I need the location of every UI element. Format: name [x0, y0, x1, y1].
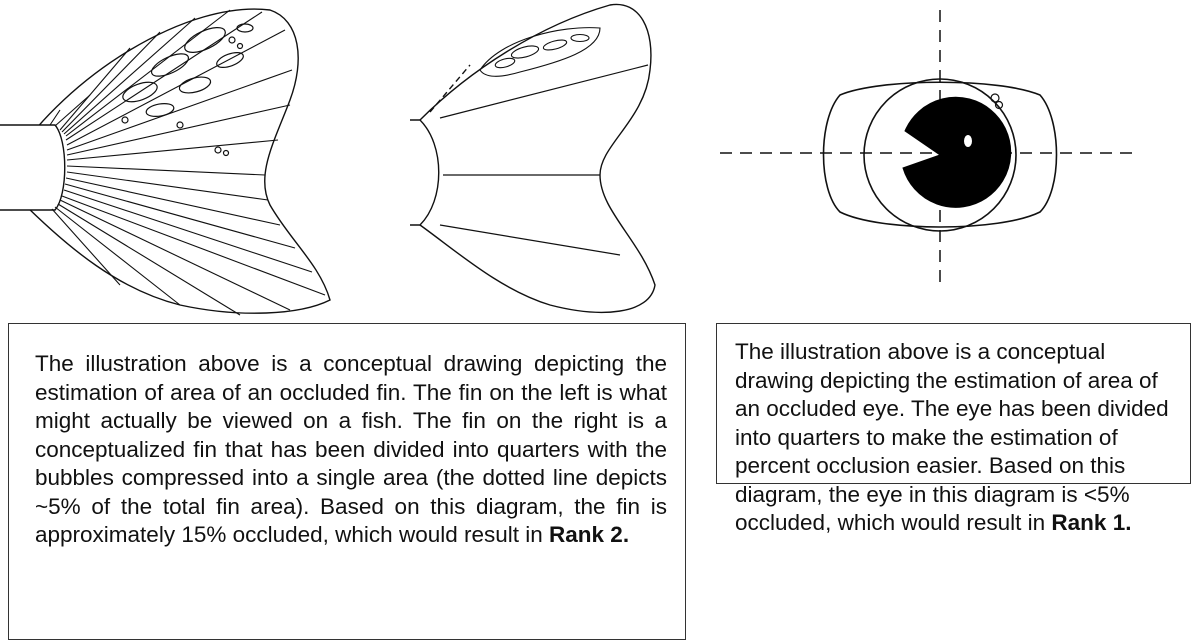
fin-bubbles — [120, 23, 253, 156]
eye-caption-paragraph: The illustration above is a conceptual d… — [735, 338, 1176, 538]
eye-caption-text: The illustration above is a conceptual d… — [735, 339, 1169, 535]
conceptual-fin-drawing — [410, 4, 655, 312]
eye-caption-box: The illustration above is a conceptual d… — [716, 323, 1191, 484]
fin-caption-rank: Rank 2. — [549, 522, 629, 547]
illustration-canvas — [0, 0, 1201, 323]
fin-caption-box: The illustration above is a conceptual d… — [8, 323, 686, 640]
caudal-peduncle — [0, 125, 65, 210]
compressed-bubbles — [480, 28, 600, 77]
eye-pupil — [903, 97, 1011, 207]
quarter-dividers — [440, 65, 648, 255]
actual-fin-drawing — [0, 9, 330, 315]
eye-highlight — [964, 135, 972, 147]
fin-caption-paragraph: The illustration above is a conceptual d… — [35, 350, 667, 550]
eye-diagram — [720, 10, 1135, 290]
eye-caption-rank: Rank 1. — [1051, 510, 1131, 535]
conceptual-peduncle — [410, 120, 439, 225]
eye-bubble — [991, 94, 1003, 109]
fin-caption-text: The illustration above is a conceptual d… — [35, 351, 667, 547]
